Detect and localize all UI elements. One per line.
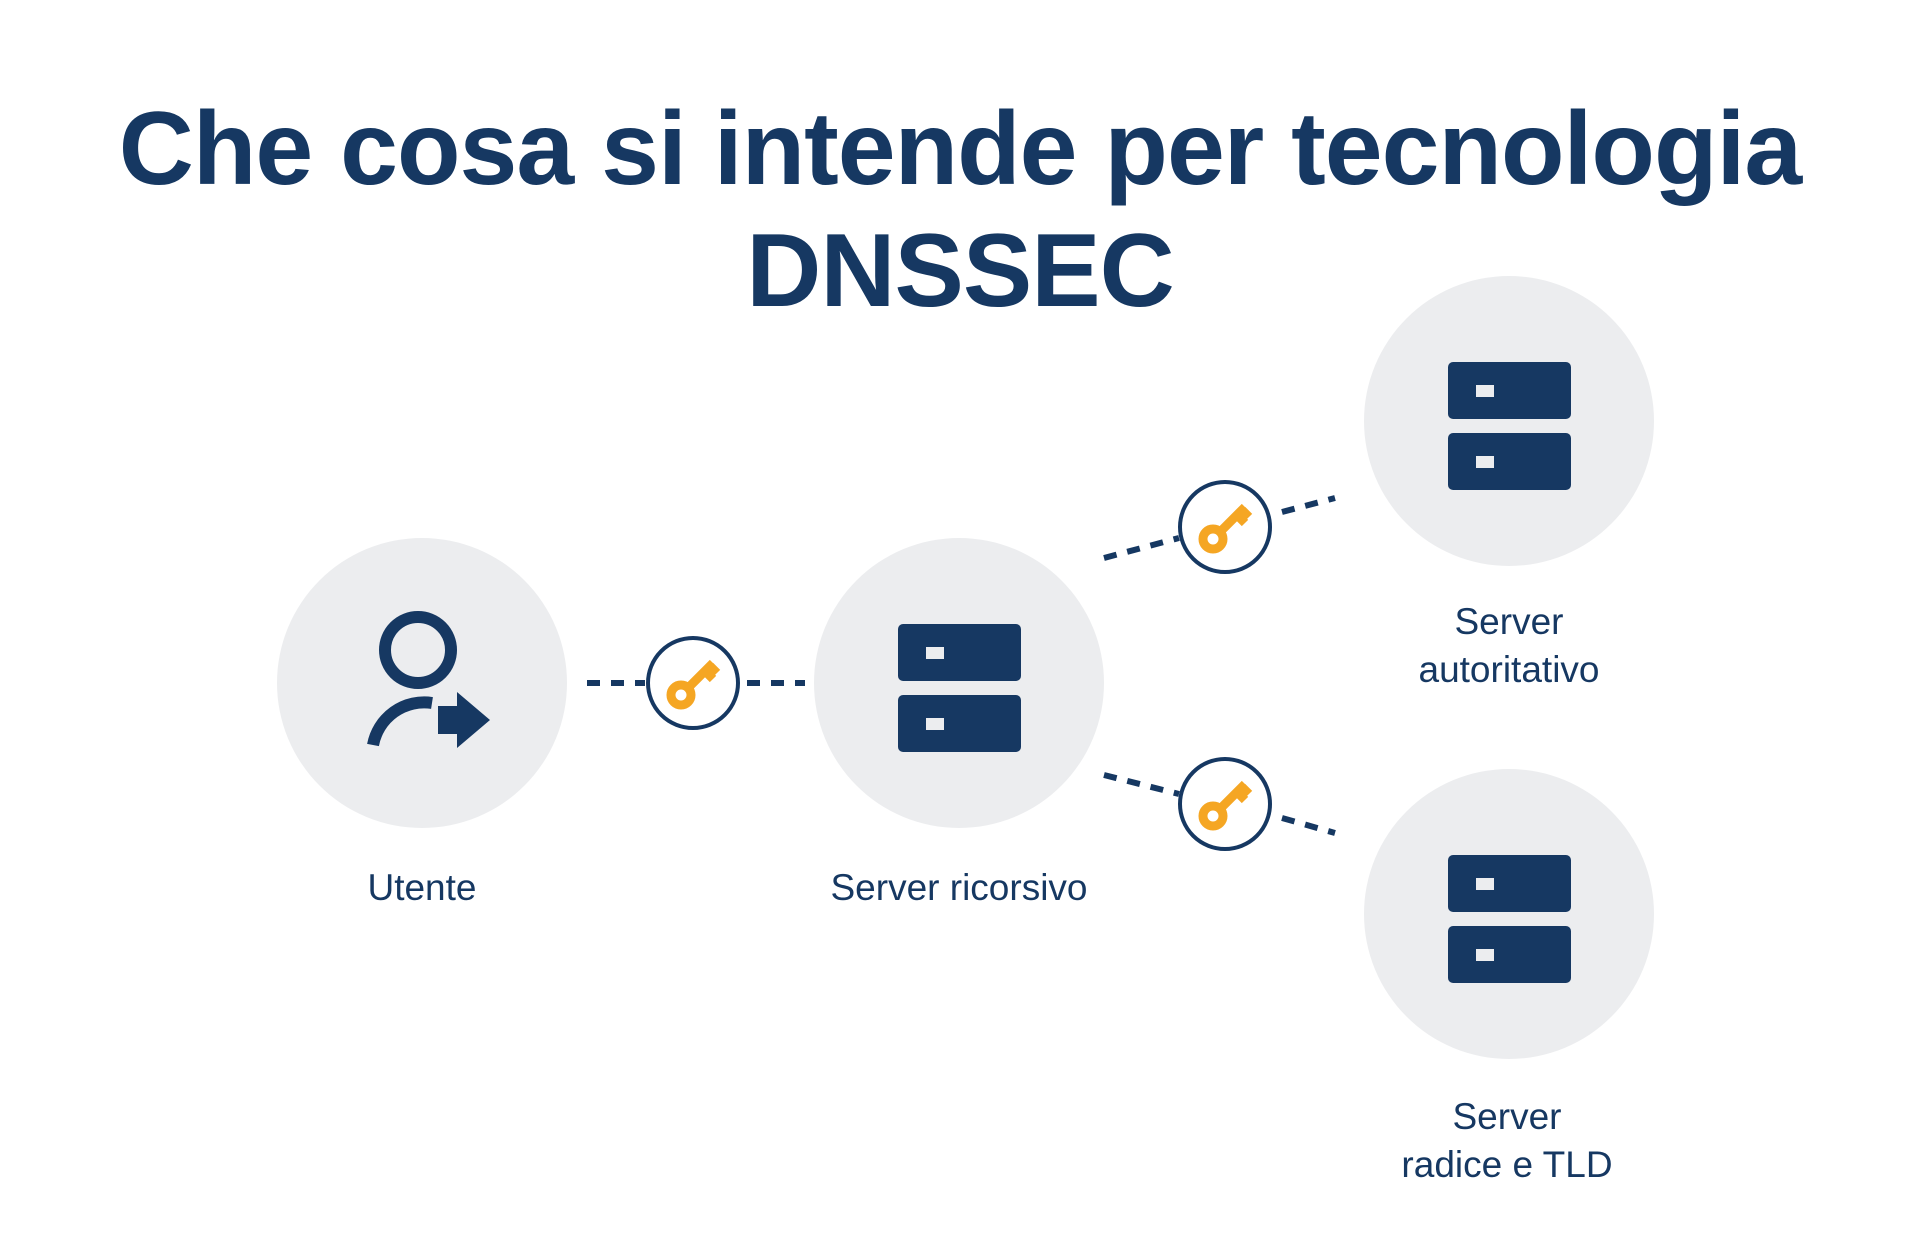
label-authoritative-server: Server autoritativo bbox=[1309, 598, 1709, 694]
label-line: Server bbox=[1452, 1096, 1562, 1137]
label-line: radice e TLD bbox=[1401, 1144, 1613, 1185]
node-root-tld-server bbox=[1364, 769, 1654, 1059]
node-user bbox=[277, 538, 567, 828]
label-user: Utente bbox=[367, 867, 477, 908]
label-line: autoritativo bbox=[1418, 649, 1600, 690]
title-line-1: Che cosa si intende per tecnologia bbox=[118, 91, 1802, 207]
connector-lines bbox=[587, 495, 1336, 836]
title-line-2: DNSSEC bbox=[746, 213, 1174, 329]
user-arrow-icon bbox=[367, 611, 490, 748]
node-authoritative-server bbox=[1364, 276, 1654, 566]
label-recursive-server: Server ricorsivo bbox=[830, 867, 1088, 908]
label-line: Server bbox=[1454, 601, 1564, 642]
label-root-tld-server: Server radice e TLD bbox=[1307, 1093, 1707, 1189]
key-icon bbox=[1180, 759, 1270, 849]
key-icon bbox=[1180, 482, 1270, 572]
page-title: Che cosa si intende per tecnologia DNSSE… bbox=[0, 88, 1920, 332]
key-icon bbox=[648, 638, 738, 728]
node-recursive-server bbox=[814, 538, 1104, 828]
